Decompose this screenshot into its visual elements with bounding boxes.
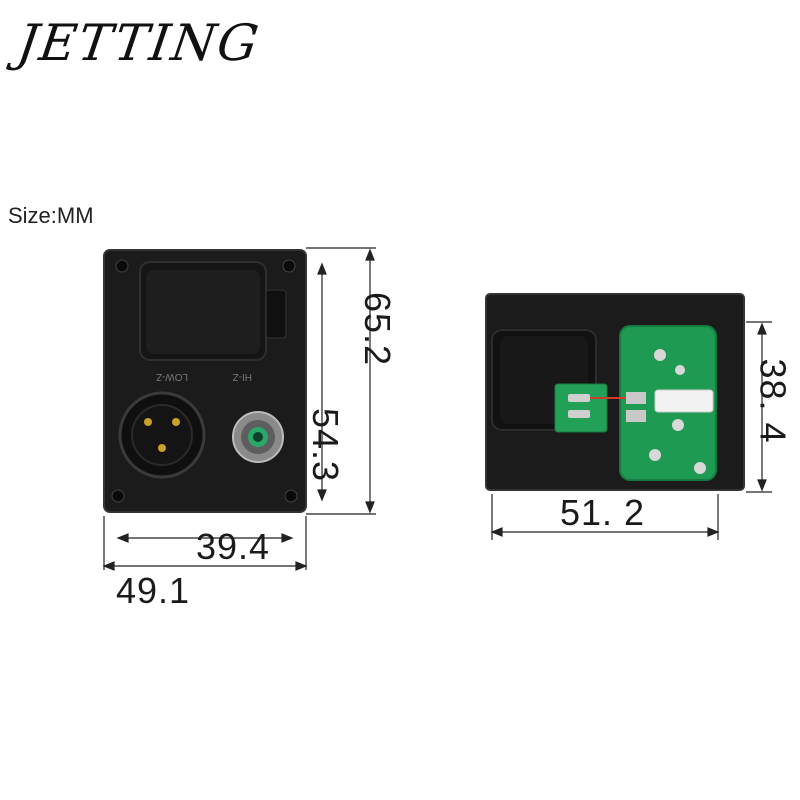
rear-height-label: 38. 4 — [752, 358, 794, 444]
jack-label-hi-z: HI-Z — [233, 371, 252, 382]
front-width-inner-label: 39.4 — [196, 526, 271, 567]
front-width-outer-label: 49.1 — [116, 570, 191, 611]
front-height-outer-label: 65.2 — [357, 291, 399, 367]
size-unit-label: Size:MM — [8, 203, 94, 228]
front-dimension-lines — [102, 247, 376, 571]
rear-panel — [485, 293, 745, 491]
rear-dimension-lines — [490, 321, 772, 540]
jack-label-low-z: LOW-Z — [156, 371, 188, 382]
pcb-connector — [654, 389, 714, 413]
front-height-inner-label: 54.3 — [305, 407, 347, 483]
front-panel — [103, 249, 307, 513]
rear-width-label: 51. 2 — [560, 492, 646, 533]
